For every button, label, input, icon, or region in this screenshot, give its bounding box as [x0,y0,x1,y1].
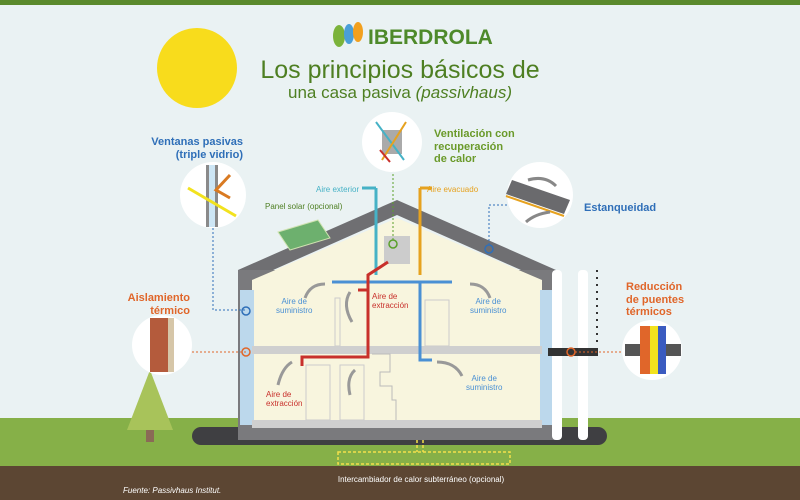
heat-exchanger-icon [362,112,422,172]
label-exhaust-air: Aire evacuado [427,185,479,194]
airtightness-icon [505,162,573,228]
subtitle-italic: (passivhaus) [415,83,512,102]
triple-glazing-icon [180,162,246,228]
soil [0,466,800,500]
tree-icon [127,370,173,430]
logo-text: IBERDROLA [368,26,493,49]
page-subtitle: una casa pasiva (passivhaus) [0,83,800,103]
middle-floor [252,346,542,354]
subtitle-plain: una casa pasiva [288,83,416,102]
top-bar [0,0,800,5]
label-outside-air: Aire exterior [316,185,360,194]
thermal-bridge-icon [622,320,682,380]
callout-windows: Ventanas pasivas(triple vidrio) [151,136,243,161]
label-ground-exchanger: Intercambiador de calor subterráneo (opc… [337,475,505,484]
source-note: Fuente: Passivhaus Institut. [123,486,222,495]
interior [252,218,542,428]
sun-icon [157,28,237,108]
page-title: Los principios básicos de [260,56,540,84]
ground-exchanger [337,451,511,465]
label-solar-panel: Panel solar (opcional) [265,202,343,211]
iberdrola-logo-icon [333,22,363,47]
solar-panel-icon [277,219,331,251]
heat-recovery-unit [384,236,410,264]
callout-airtightness: Estanqueidad [584,202,657,214]
insulation-brick-icon [132,315,192,375]
